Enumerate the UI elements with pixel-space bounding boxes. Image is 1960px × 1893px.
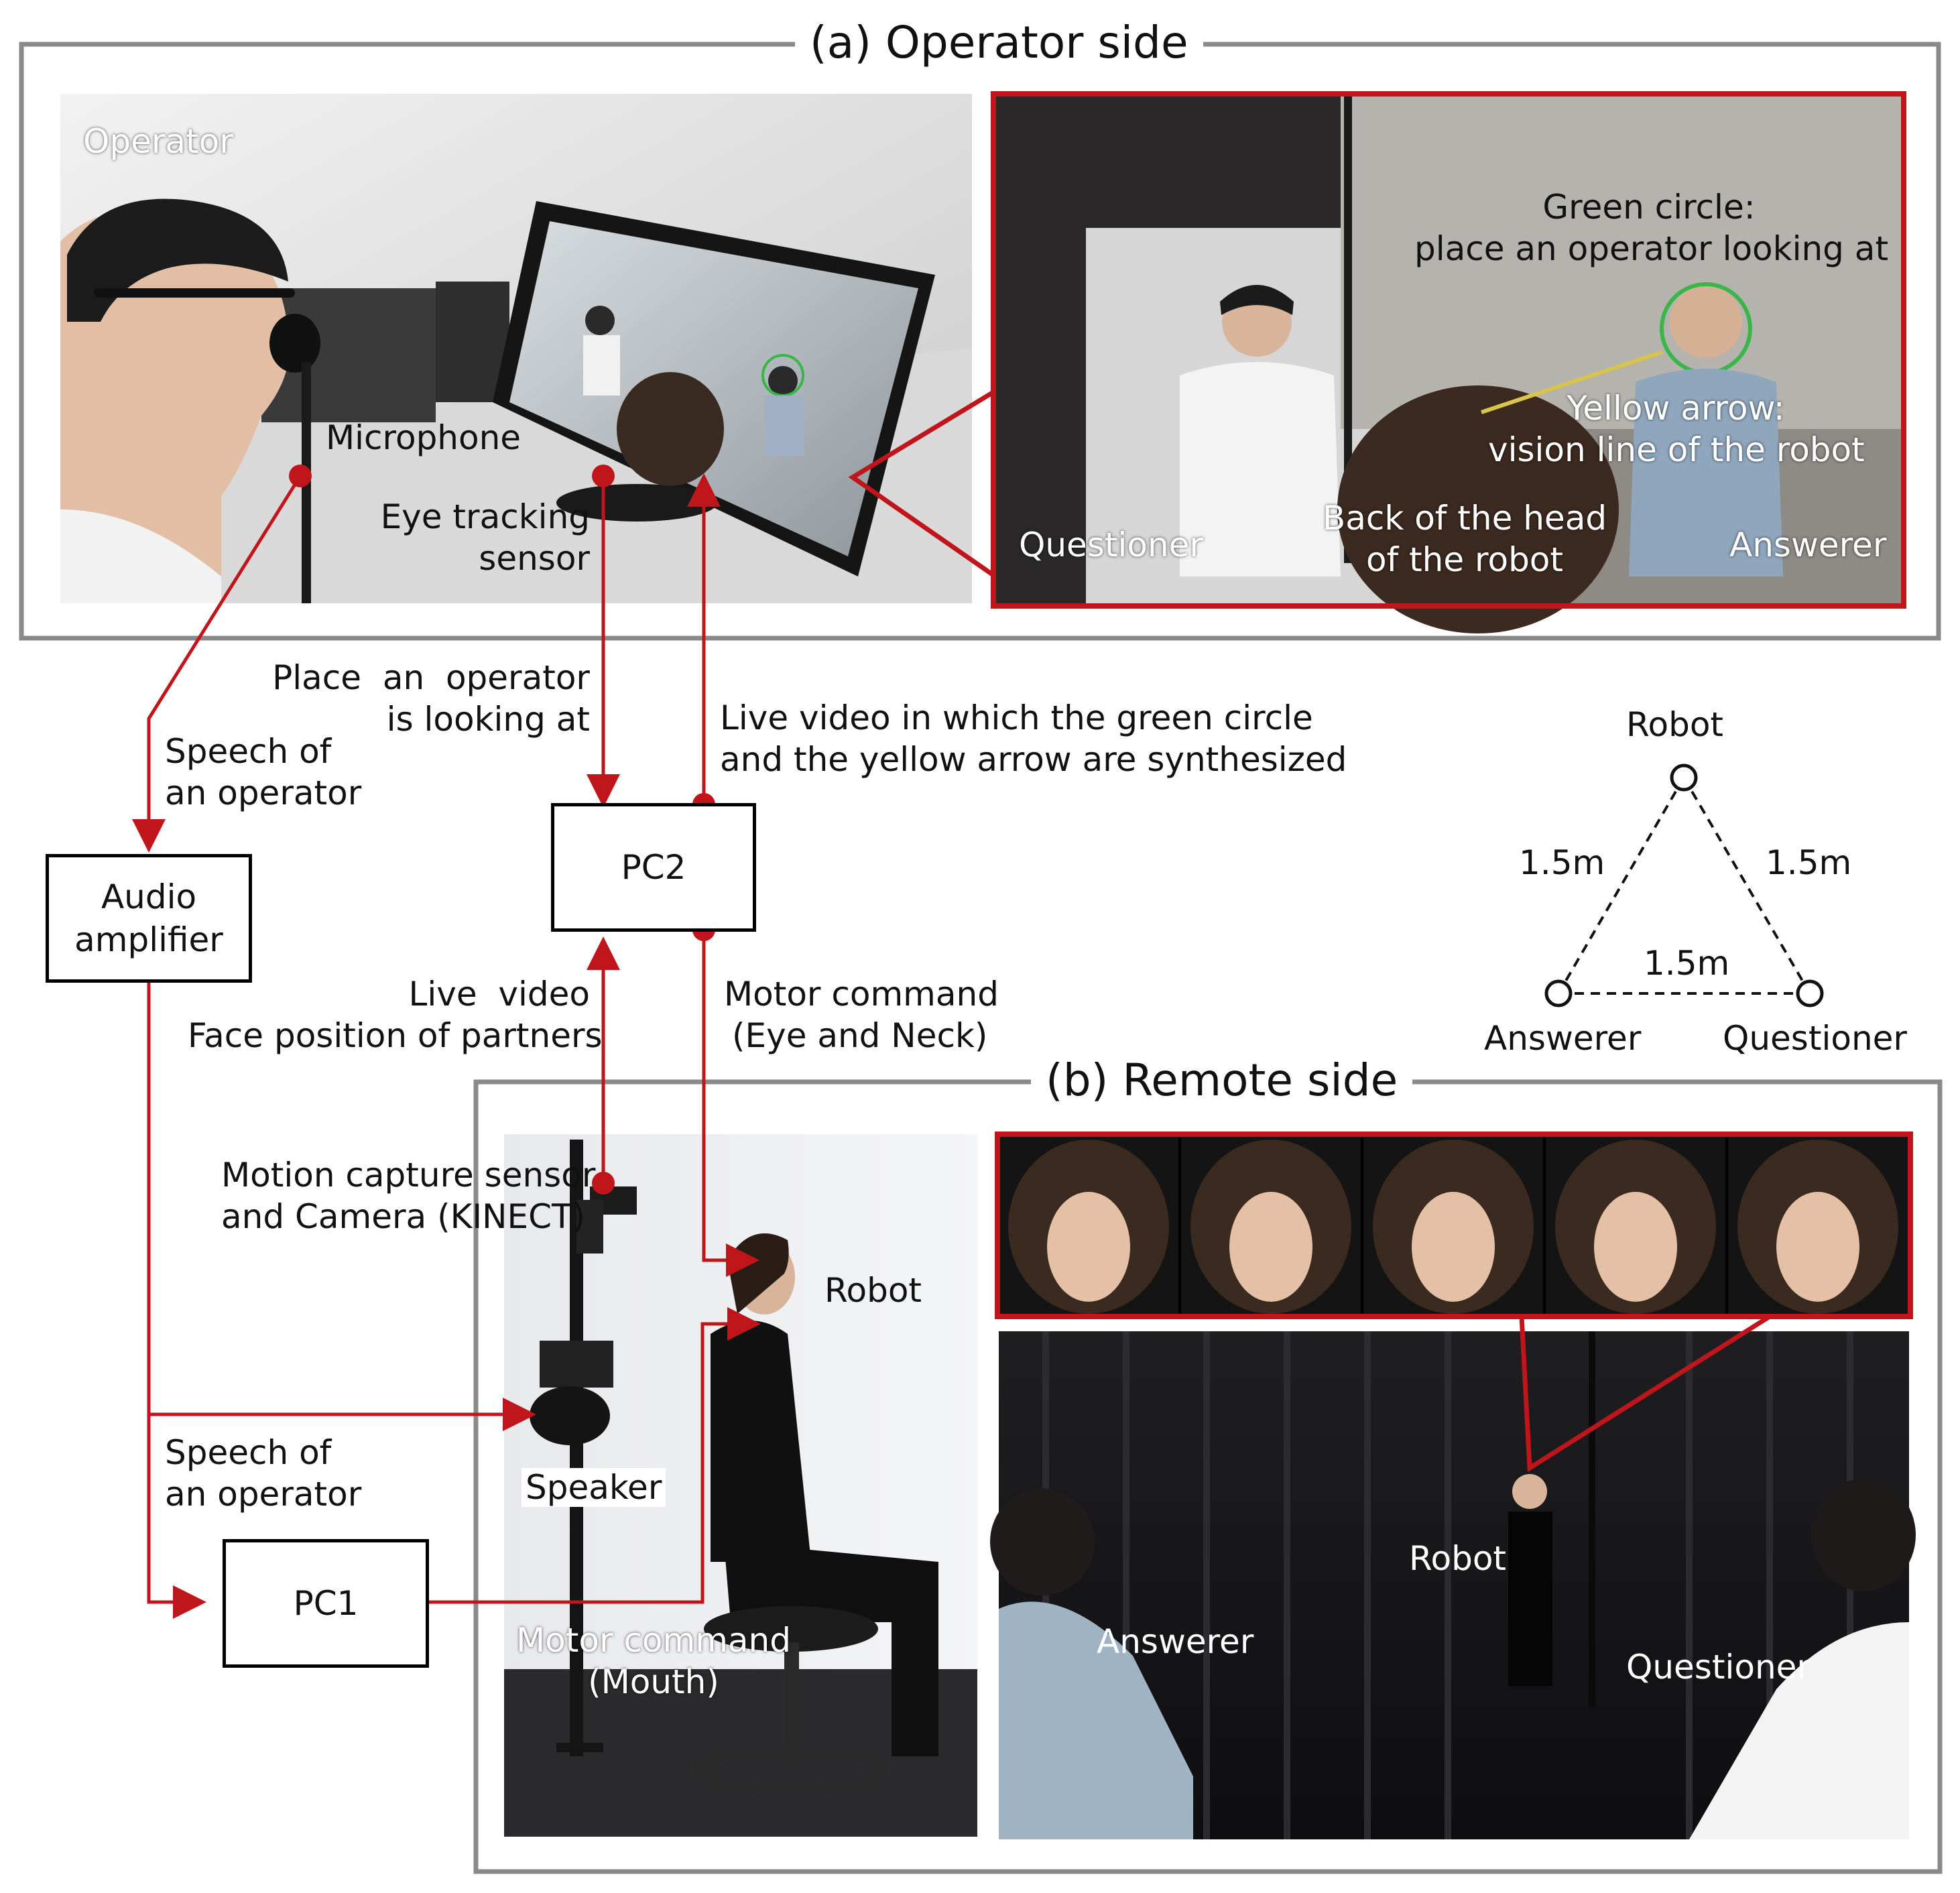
questioner-screen-label: Questioner — [1019, 526, 1203, 564]
motor-eye-neck-line2: (Eye and Neck) — [732, 1016, 988, 1055]
triangle-right-distance: 1.5m — [1766, 843, 1852, 882]
green-circle-label: Green circle: place an operator looking … — [1414, 186, 1889, 269]
signal-lines — [132, 473, 761, 1619]
yellow-arrow-line1: Yellow arrow: — [1567, 389, 1785, 428]
answerer-screen-label: Answerer — [1729, 526, 1887, 564]
audio-amp-line1: Audio — [101, 877, 197, 916]
back-of-head-line1: Back of the head — [1322, 499, 1607, 538]
triangle-left-distance: 1.5m — [1519, 843, 1605, 882]
live-video-face-label: Live video Face position of partners — [188, 973, 603, 1056]
room-answerer-label: Answerer — [1097, 1622, 1254, 1661]
operator-label: Operator — [83, 122, 233, 161]
pc2-label: PC2 — [621, 848, 686, 887]
green-circle-line1: Green circle: — [1542, 188, 1756, 227]
face-strip-callout — [1519, 1315, 1771, 1473]
green-circle-line2: place an operator looking at — [1414, 229, 1889, 268]
audio-amplifier-box: Audio amplifier — [46, 854, 252, 983]
triangle-bottom-distance: 1.5m — [1644, 944, 1730, 983]
pc1-box: PC1 — [223, 1539, 429, 1668]
pc2-box: PC2 — [551, 803, 756, 932]
operator-photo — [60, 94, 972, 603]
eye-tracking-line1: Eye tracking — [380, 497, 590, 536]
screen-view-photo — [991, 91, 1906, 633]
speech-top-line2: an operator — [165, 774, 362, 812]
live-video-face-line1: Live video — [408, 975, 590, 1014]
back-of-head-label: Back of the head of the robot — [1314, 497, 1615, 581]
motor-mouth-line1: Motor command — [516, 1621, 791, 1660]
kinect-line1: Motion capture sensor — [221, 1156, 596, 1195]
remote-side-title: (b) Remote side — [1031, 1054, 1413, 1107]
kinect-line2: and Camera (KINECT) — [221, 1197, 586, 1236]
robot-photo-robot-label: Robot — [824, 1271, 922, 1310]
room-questioner-label: Questioner — [1626, 1648, 1811, 1687]
yellow-arrow-line2: vision line of the robot — [1488, 430, 1865, 469]
kinect-label: Motion capture sensor and Camera (KINECT… — [221, 1154, 595, 1237]
microphone-label: Microphone — [326, 418, 522, 457]
live-video-synth-line2: and the yellow arrow are synthesized — [720, 740, 1347, 779]
back-of-head-line2: of the robot — [1365, 540, 1564, 579]
eye-tracking-label: Eye tracking sensor — [375, 496, 590, 579]
screen-callout — [848, 390, 995, 577]
live-video-face-line2: Face position of partners — [188, 1016, 603, 1055]
triangle-diagram — [1544, 764, 1824, 1007]
robot-face-3 — [1373, 1140, 1534, 1314]
place-looking-line2: is looking at — [386, 700, 590, 739]
robot-face-1 — [1008, 1140, 1169, 1314]
triangle-questioner-label: Questioner — [1723, 1019, 1907, 1058]
triangle-answerer-label: Answerer — [1484, 1019, 1642, 1058]
place-looking-label: Place an operator is looking at — [255, 657, 590, 740]
eye-tracking-line2: sensor — [479, 539, 590, 578]
speech-bottom-line2: an operator — [165, 1475, 362, 1514]
motor-mouth-label: Motor command (Mouth) — [516, 1620, 791, 1703]
speaker-label: Speaker — [522, 1467, 666, 1508]
live-video-synth-label: Live video in which the green circle and… — [720, 697, 1347, 780]
motor-eye-neck-line1: Motor command — [724, 975, 999, 1014]
node-circle-icon — [1544, 979, 1573, 1007]
robot-face-5 — [1737, 1140, 1898, 1314]
pc1-label: PC1 — [293, 1584, 359, 1623]
robot-face-strip — [995, 1132, 1913, 1319]
node-circle-icon — [1796, 979, 1824, 1007]
live-video-synth-line1: Live video in which the green circle — [720, 698, 1313, 737]
audio-amp-line2: amplifier — [74, 920, 223, 959]
motor-eye-neck-label: Motor command (Eye and Neck) — [724, 973, 999, 1056]
motor-mouth-line2: (Mouth) — [588, 1662, 719, 1701]
triangle-robot-label: Robot — [1626, 705, 1724, 744]
speech-top-line1: Speech of — [165, 732, 332, 771]
speech-bottom-label: Speech of an operator — [165, 1432, 361, 1515]
speaker-text: Speaker — [522, 1468, 666, 1507]
room-robot-label: Robot — [1409, 1539, 1507, 1578]
yellow-arrow-label: Yellow arrow: vision line of the robot — [1488, 387, 1865, 471]
place-looking-line1: Place an operator — [272, 658, 590, 697]
remote-room-photo — [990, 1331, 1916, 1839]
node-circle-icon — [1670, 764, 1698, 792]
robot-face-4 — [1555, 1140, 1716, 1314]
robot-face-2 — [1190, 1140, 1351, 1314]
speech-bottom-line1: Speech of — [165, 1433, 332, 1472]
operator-side-title: (a) Operator side — [795, 16, 1203, 70]
speech-top-label: Speech of an operator — [165, 731, 361, 814]
